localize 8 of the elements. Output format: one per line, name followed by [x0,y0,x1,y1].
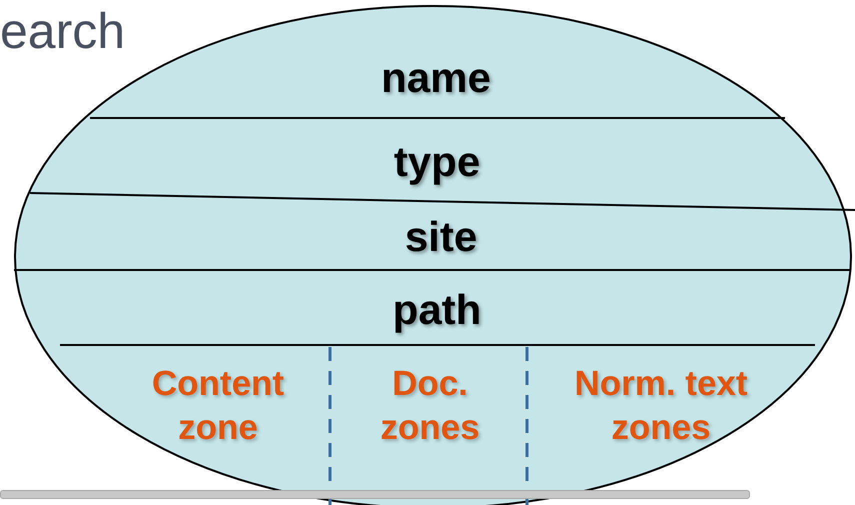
field-label: site [404,213,478,261]
heading-fragment: earch [0,2,126,60]
field-label: name [381,54,491,102]
zone-label: Content zone [150,363,286,449]
field-label: path [392,286,482,334]
zone-label: Norm. text zones [573,363,749,449]
zone-label: Doc. zones [379,363,481,449]
field-label: type [394,138,480,186]
